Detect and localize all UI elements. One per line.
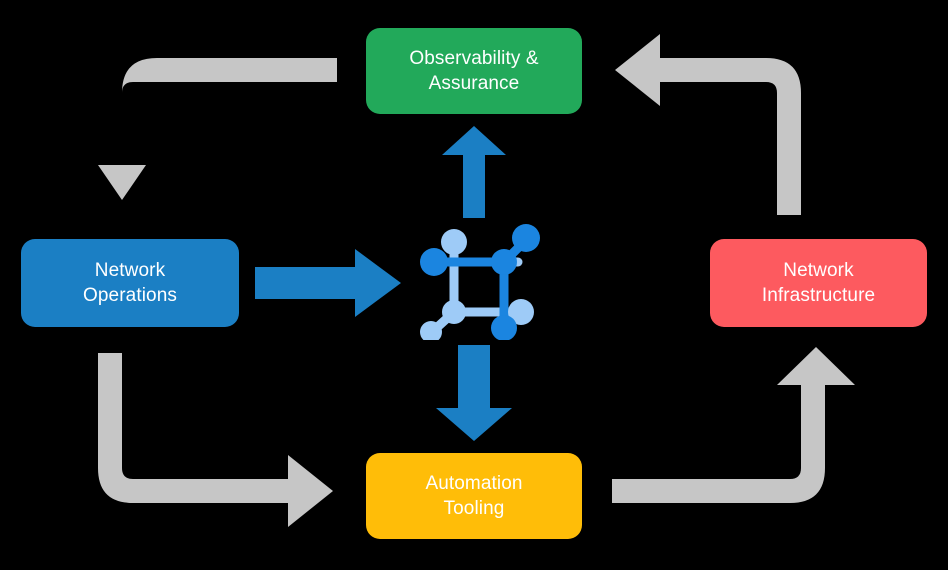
box-network-operations-line2: Operations [83,285,177,306]
arrow-automation-to-infrastructure [612,347,855,503]
topology-dark-nodes [420,224,540,340]
arrow-core-to-automation [436,345,512,441]
box-observability-label: Observability & Assurance [409,46,538,97]
box-automation-tooling-line2: Tooling [443,498,505,519]
box-network-infrastructure[interactable]: Network Infrastructure [710,239,927,327]
topology-light-nodes [420,229,534,340]
box-network-infrastructure-line2: Infrastructure [761,285,876,306]
arrow-operations-to-automation [98,353,333,527]
arrow-operations-to-core [255,249,401,317]
box-automation-tooling-line1: Automation [425,472,523,494]
box-network-operations-line1: Network [94,259,166,281]
arrow-observability-to-operations [98,58,337,200]
box-observability-line1: Observability & [409,47,539,69]
arrow-core-to-observability [442,126,506,218]
box-network-infrastructure-label: Network Infrastructure [762,258,875,309]
box-network-infrastructure-line1: Network [783,259,854,281]
box-observability-assurance[interactable]: Observability & Assurance [366,28,582,114]
box-automation-tooling-label: Automation Tooling [425,471,522,522]
box-observability-line2: Assurance [428,73,520,94]
box-automation-tooling[interactable]: Automation Tooling [366,453,582,539]
arrow-infrastructure-to-observability [615,34,801,215]
box-network-operations[interactable]: Network Operations [21,239,239,327]
network-topology-icon [420,224,540,340]
box-network-operations-label: Network Operations [83,258,177,309]
